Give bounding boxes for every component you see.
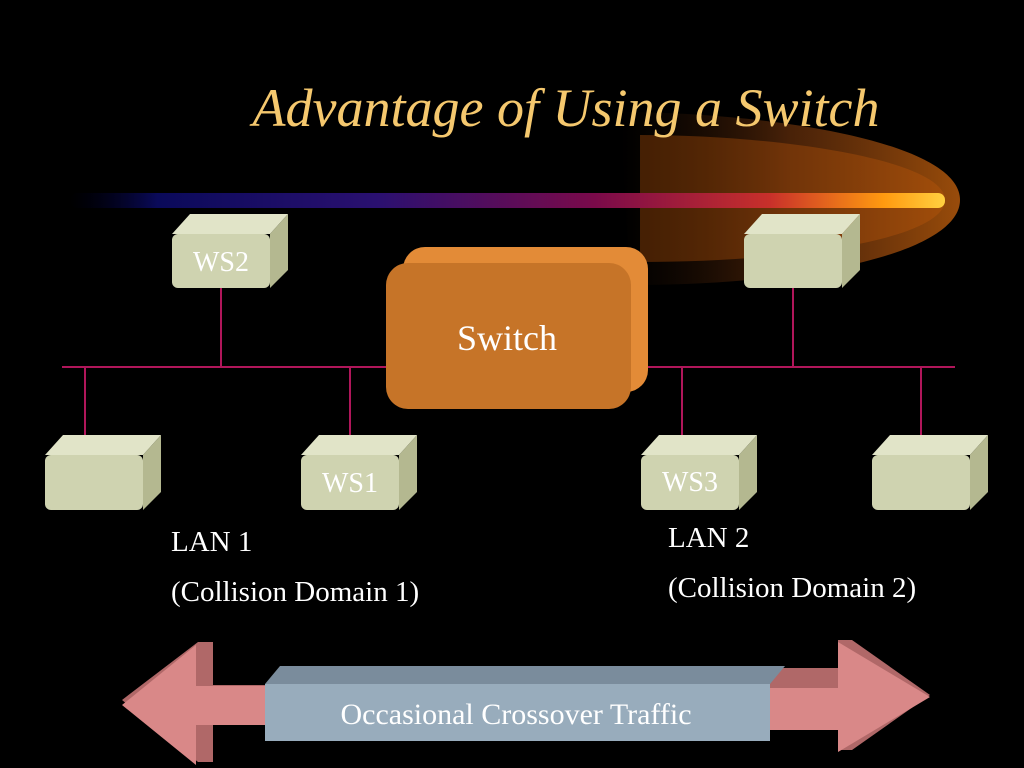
workstation-ws1: WS1 [301,435,417,510]
crossover-arrow: Occasional Crossover Traffic [122,640,930,765]
lan2-name: LAN 2 [668,522,749,554]
lan2-domain: (Collision Domain 2) [668,572,916,604]
lan2-caption: LAN 2 (Collision Domain 2) [668,522,916,604]
switch-box: Switch [386,247,648,409]
ws1-label: WS1 [322,468,378,499]
decorative-streak [70,112,960,285]
ws2-label: WS2 [193,247,249,278]
lan1-domain: (Collision Domain 1) [171,576,419,608]
workstation-ws3: WS3 [641,435,757,510]
workstation-top-right [744,214,860,288]
lan1-name: LAN 1 [171,526,252,558]
ws3-label: WS3 [662,467,718,498]
workstation-ws2: WS2 [172,214,288,288]
slide-title: Advantage of Using a Switch [250,78,880,138]
lan1-caption: LAN 1 (Collision Domain 1) [171,526,419,608]
switch-label: Switch [457,318,557,358]
crossover-label: Occasional Crossover Traffic [340,698,691,731]
workstation-left [45,435,161,510]
workstation-right [872,435,988,510]
